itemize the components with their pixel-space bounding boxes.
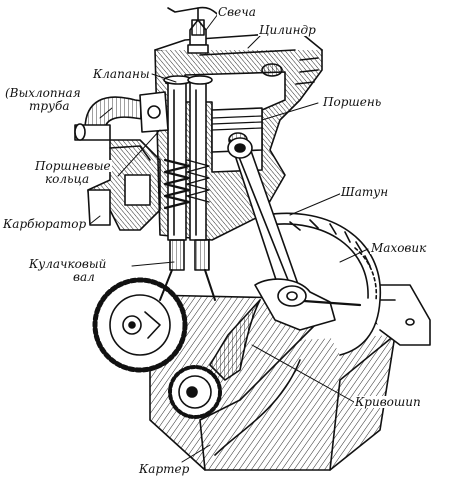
label-shatun: Шатун bbox=[340, 185, 390, 199]
label-mahovik: Маховик bbox=[370, 241, 428, 255]
spark-plug bbox=[167, 6, 221, 54]
crankshaft bbox=[209, 278, 362, 381]
flywheel bbox=[264, 212, 381, 356]
label-vyhlopnaya-truba-1: (Выхлопная bbox=[4, 86, 82, 100]
label-klapany: Клапаны bbox=[92, 67, 151, 81]
exhaust-pipe bbox=[74, 91, 169, 141]
valves bbox=[163, 75, 213, 271]
label-svecha: Свеча bbox=[217, 5, 257, 19]
carburetor bbox=[87, 139, 161, 231]
leader-lines bbox=[89, 13, 369, 463]
label-kulachkovy-val-1: Кулачковый bbox=[28, 257, 108, 271]
label-kulachkovy-val-2: вал bbox=[72, 270, 96, 284]
label-porshen: Поршень bbox=[322, 95, 383, 109]
label-porshnevye-kolca-1: Поршневые bbox=[34, 159, 112, 173]
label-krivoship: Кривошип bbox=[354, 395, 422, 409]
label-porshnevye-kolca-2: кольца bbox=[44, 172, 91, 186]
label-cilindr: Цилиндр bbox=[258, 23, 317, 37]
label-vyhlopnaya-truba-2: труба bbox=[28, 99, 71, 113]
label-karter: Картер bbox=[138, 462, 191, 476]
camshaft-gears bbox=[92, 269, 222, 419]
label-karbyurator: Карбюратор bbox=[2, 217, 88, 231]
